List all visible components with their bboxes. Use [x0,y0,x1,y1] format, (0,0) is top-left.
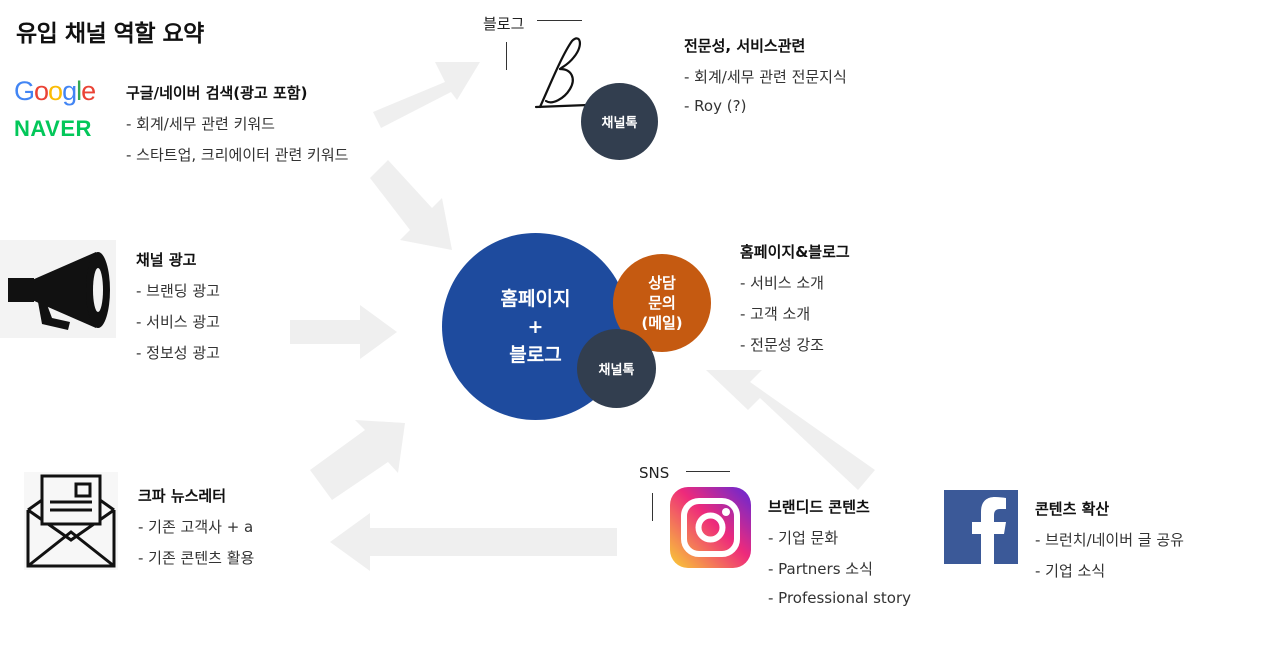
consult-line: 상담 [648,274,676,292]
list-item: - Partners 소식 [768,560,873,578]
facebook-block: 콘텐츠 확산 - 브런치/네이버 글 공유 - 기업 소식 [1035,498,1184,581]
blog-chat-badge: 채널톡 [581,83,658,160]
page-title: 유입 채널 역할 요약 [16,21,204,47]
list-item: - 기존 콘텐츠 활용 [138,549,255,567]
instagram-block: 브랜디드 콘텐츠 - 기업 문화 - Partners 소식 - Profess… [768,496,911,607]
list-item: - 전문성 강조 [740,336,824,354]
list-item: - 기존 고객사 + a [138,518,254,536]
center-line: + [527,315,544,338]
list-item: - 스타트업, 크리에이터 관련 키워드 [126,146,349,164]
arrow-to-blog [373,62,480,128]
list-item: - Professional story [768,589,912,607]
homepage-block: 홈페이지&블로그 - 서비스 소개 - 고객 소개 - 전문성 강조 [740,241,850,355]
facebook-icon [944,490,1018,564]
list-item: - 회계/세무 관련 키워드 [126,115,275,133]
list-item: - 기업 문화 [768,529,839,547]
arrow-sns-to-newsletter [330,513,617,571]
homepage-title: 홈페이지&블로그 [740,243,850,261]
arrow-search-to-center [370,160,452,250]
blog-label: 블로그 [483,15,525,33]
list-item: - 브랜딩 광고 [136,282,220,300]
google-logo: Google [14,76,96,106]
list-item: - 기업 소식 [1035,562,1106,580]
arrow-ads-to-center [290,305,397,359]
list-item: - 회계/세무 관련 전문지식 [684,68,847,86]
naver-logo: NAVER [14,116,92,141]
list-item: - 서비스 소개 [740,274,824,292]
consult-line: 문의 [648,294,676,312]
arrow-newsletter-to-center [310,420,405,500]
center-line: 홈페이지 [500,287,571,310]
list-item: - 브런치/네이버 글 공유 [1035,531,1184,549]
newsletter-block: 크파 뉴스레터 - 기존 고객사 + a - 기존 콘텐츠 활용 [138,485,254,568]
search-title: 구글/네이버 검색(광고 포함) [126,84,308,102]
sns-label: SNS [639,464,670,482]
facebook-title: 콘텐츠 확산 [1035,500,1110,518]
center-chat-badge: 채널톡 [577,329,656,408]
blog-label-line-h [537,20,582,21]
instagram-title: 브랜디드 콘텐츠 [768,498,870,516]
blog-title: 전문성, 서비스관련 [684,37,806,55]
sns-label-line-h [686,471,730,472]
center-line: 블로그 [509,343,562,366]
sns-label-line-v [652,493,653,521]
search-block: 구글/네이버 검색(광고 포함) - 회계/세무 관련 키워드 - 스타트업, … [126,82,348,165]
blog-label-line-v [506,42,507,70]
list-item: - Roy (?) [684,97,747,115]
list-item: - 서비스 광고 [136,313,220,331]
blog-block: 전문성, 서비스관련 - 회계/세무 관련 전문지식 - Roy (?) [684,35,847,115]
newsletter-title: 크파 뉴스레터 [138,487,227,505]
list-item: - 고객 소개 [740,305,811,323]
arrow-facebook-to-center [706,370,875,490]
instagram-icon [670,487,751,568]
ads-block: 채널 광고 - 브랜딩 광고 - 서비스 광고 - 정보성 광고 [136,249,220,363]
list-item: - 정보성 광고 [136,344,220,362]
blog-signature-icon [532,35,592,115]
ads-title: 채널 광고 [136,251,197,269]
consult-line: (메일) [641,314,683,332]
mail-icon [24,472,118,570]
megaphone-icon [0,240,116,338]
